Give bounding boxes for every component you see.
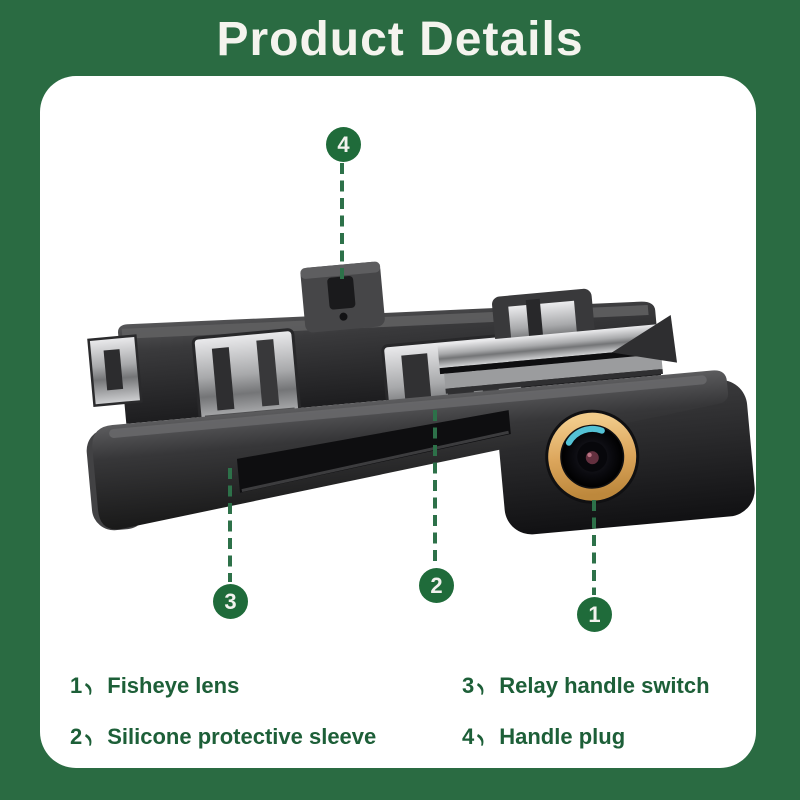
legend-item-handle-plug: 4 Handle plug — [462, 724, 625, 750]
legend-number: 1 — [70, 673, 83, 698]
legend-item-fisheye-lens: 1 Fisheye lens — [70, 673, 239, 699]
grip-groove — [236, 410, 511, 493]
body-fin — [611, 314, 678, 363]
legend-number: 4 — [462, 724, 475, 749]
legend-number: 3 — [462, 673, 475, 698]
legend-label: Silicone protective sleeve — [107, 724, 377, 749]
left-edge-clip — [87, 334, 143, 407]
callout-marker-2: 2 — [419, 568, 454, 603]
legend-label: Fisheye lens — [107, 673, 240, 698]
legend-item-relay-handle-switch: 3 Relay handle switch — [462, 673, 710, 699]
callout-marker-1: 1 — [577, 597, 612, 632]
legend-label: Handle plug — [499, 724, 626, 749]
callout-marker-3: 3 — [213, 584, 248, 619]
enumeration-comma-icon — [476, 730, 487, 746]
legend-item-silicone-sleeve: 2 Silicone protective sleeve — [70, 724, 376, 750]
handle-bar — [92, 370, 729, 530]
enumeration-comma-icon — [476, 679, 487, 695]
trunk-handle-camera-image — [86, 163, 755, 595]
callout-marker-4: 4 — [326, 127, 361, 162]
legend-number: 2 — [70, 724, 83, 749]
page-title: Product Details — [216, 13, 584, 66]
lens-highlight — [565, 426, 605, 446]
enumeration-comma-icon — [84, 679, 95, 695]
enumeration-comma-icon — [84, 730, 95, 746]
chrome-rails — [437, 324, 664, 394]
legend-label: Relay handle switch — [499, 673, 710, 698]
fisheye-lens — [545, 409, 640, 504]
